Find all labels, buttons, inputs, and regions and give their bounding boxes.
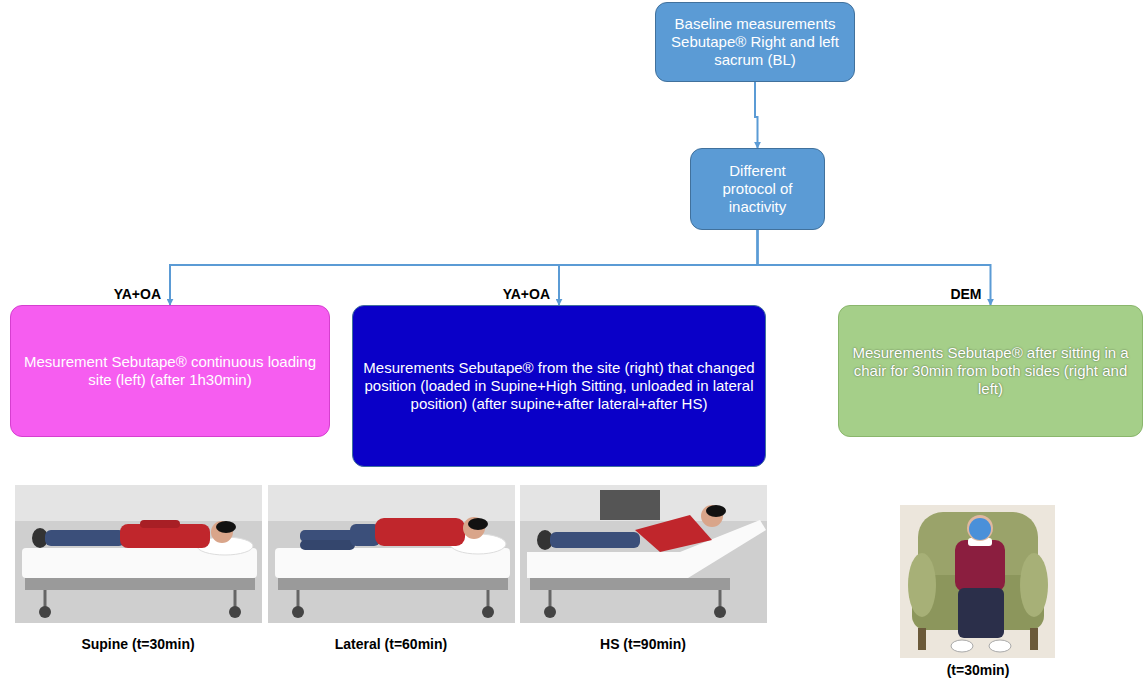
high-sitting-photo-part <box>706 505 726 517</box>
armchair-photo-part <box>900 505 1055 658</box>
lateral-photo-part <box>297 590 300 608</box>
armchair-photo <box>900 505 1055 658</box>
supine-photo-part <box>15 485 262 623</box>
armchair-photo-part <box>969 518 991 540</box>
lateral-photo-part <box>268 485 515 521</box>
high-sitting-photo-part <box>544 606 556 618</box>
armchair-photo-part <box>918 628 926 650</box>
high-sitting-photo-part <box>714 606 726 618</box>
lateral-photo-part <box>300 540 355 550</box>
start-box: Baseline measurements Sebutape® Right an… <box>655 2 855 82</box>
armchair-photo-part <box>967 515 993 541</box>
edge-label: YA+OA <box>113 286 162 302</box>
high-sitting-photo-part <box>719 590 722 608</box>
process-box: Different protocol of inactivity <box>690 148 825 230</box>
supine-photo-part <box>44 590 47 608</box>
supine-photo <box>15 485 262 623</box>
high-sitting-photo-part <box>600 490 660 520</box>
supine-photo-part <box>216 521 236 533</box>
supine-photo-part <box>15 485 262 521</box>
photo-caption: HS (t=90min) <box>599 636 687 652</box>
edge-label: DEM <box>949 286 982 302</box>
flow-arrow <box>170 230 758 305</box>
armchair-photo-part <box>1020 553 1048 617</box>
armchair-photo-part <box>958 588 1004 638</box>
flow-arrow <box>755 82 758 148</box>
lateral-photo-part <box>375 518 465 546</box>
supine-photo-part <box>234 590 237 608</box>
flow-arrow <box>758 230 991 305</box>
lateral-photo-part <box>482 606 494 618</box>
high-sitting-photo-part <box>520 485 767 623</box>
photo-caption: (t=30min) <box>946 662 1011 678</box>
lateral-photo-part <box>487 590 490 608</box>
node-text: Different protocol of inactivity <box>701 162 814 216</box>
process-box: Mesurement Sebutape® continuous loading … <box>10 305 330 437</box>
supine-photo-part <box>39 606 51 618</box>
high-sitting-photo-part <box>520 485 767 521</box>
lateral-photo-part <box>278 578 508 590</box>
armchair-photo-part <box>951 640 973 652</box>
armchair-photo-part <box>989 640 1011 652</box>
process-box: Mesurements Sebutape® from the site (rig… <box>352 305 766 467</box>
supine-photo-part <box>25 578 255 590</box>
lateral-photo-part <box>292 606 304 618</box>
edge-label: YA+OA <box>502 286 551 302</box>
lateral-photo-part <box>268 485 515 623</box>
high-sitting-photo-part <box>549 590 552 608</box>
photo-caption: Lateral (t=60min) <box>334 636 448 652</box>
flow-arrow <box>559 230 758 305</box>
supine-photo-part <box>45 530 125 546</box>
lateral-photo-part <box>468 518 488 530</box>
lateral-photo <box>268 485 515 623</box>
supine-photo-part <box>229 606 241 618</box>
high-sitting-photo-part <box>550 532 640 548</box>
armchair-photo-part <box>955 540 1005 592</box>
photo-caption: Supine (t=30min) <box>80 636 195 652</box>
armchair-photo-part <box>1030 628 1038 650</box>
node-text: Mesurement Sebutape® continuous loading … <box>21 353 319 389</box>
node-text: Mesurements Sebutape® after sitting in a… <box>849 344 1132 398</box>
process-box: Mesurements Sebutape® after sitting in a… <box>838 305 1143 437</box>
high-sitting-photo-part <box>530 578 730 590</box>
supine-photo-part <box>140 520 180 528</box>
node-text: Baseline measurements Sebutape® Right an… <box>666 15 844 69</box>
high-sitting-photo <box>520 485 767 623</box>
armchair-photo-part <box>908 553 936 617</box>
node-text: Mesurements Sebutape® from the site (rig… <box>363 359 755 413</box>
high-sitting-photo-part <box>635 515 712 552</box>
